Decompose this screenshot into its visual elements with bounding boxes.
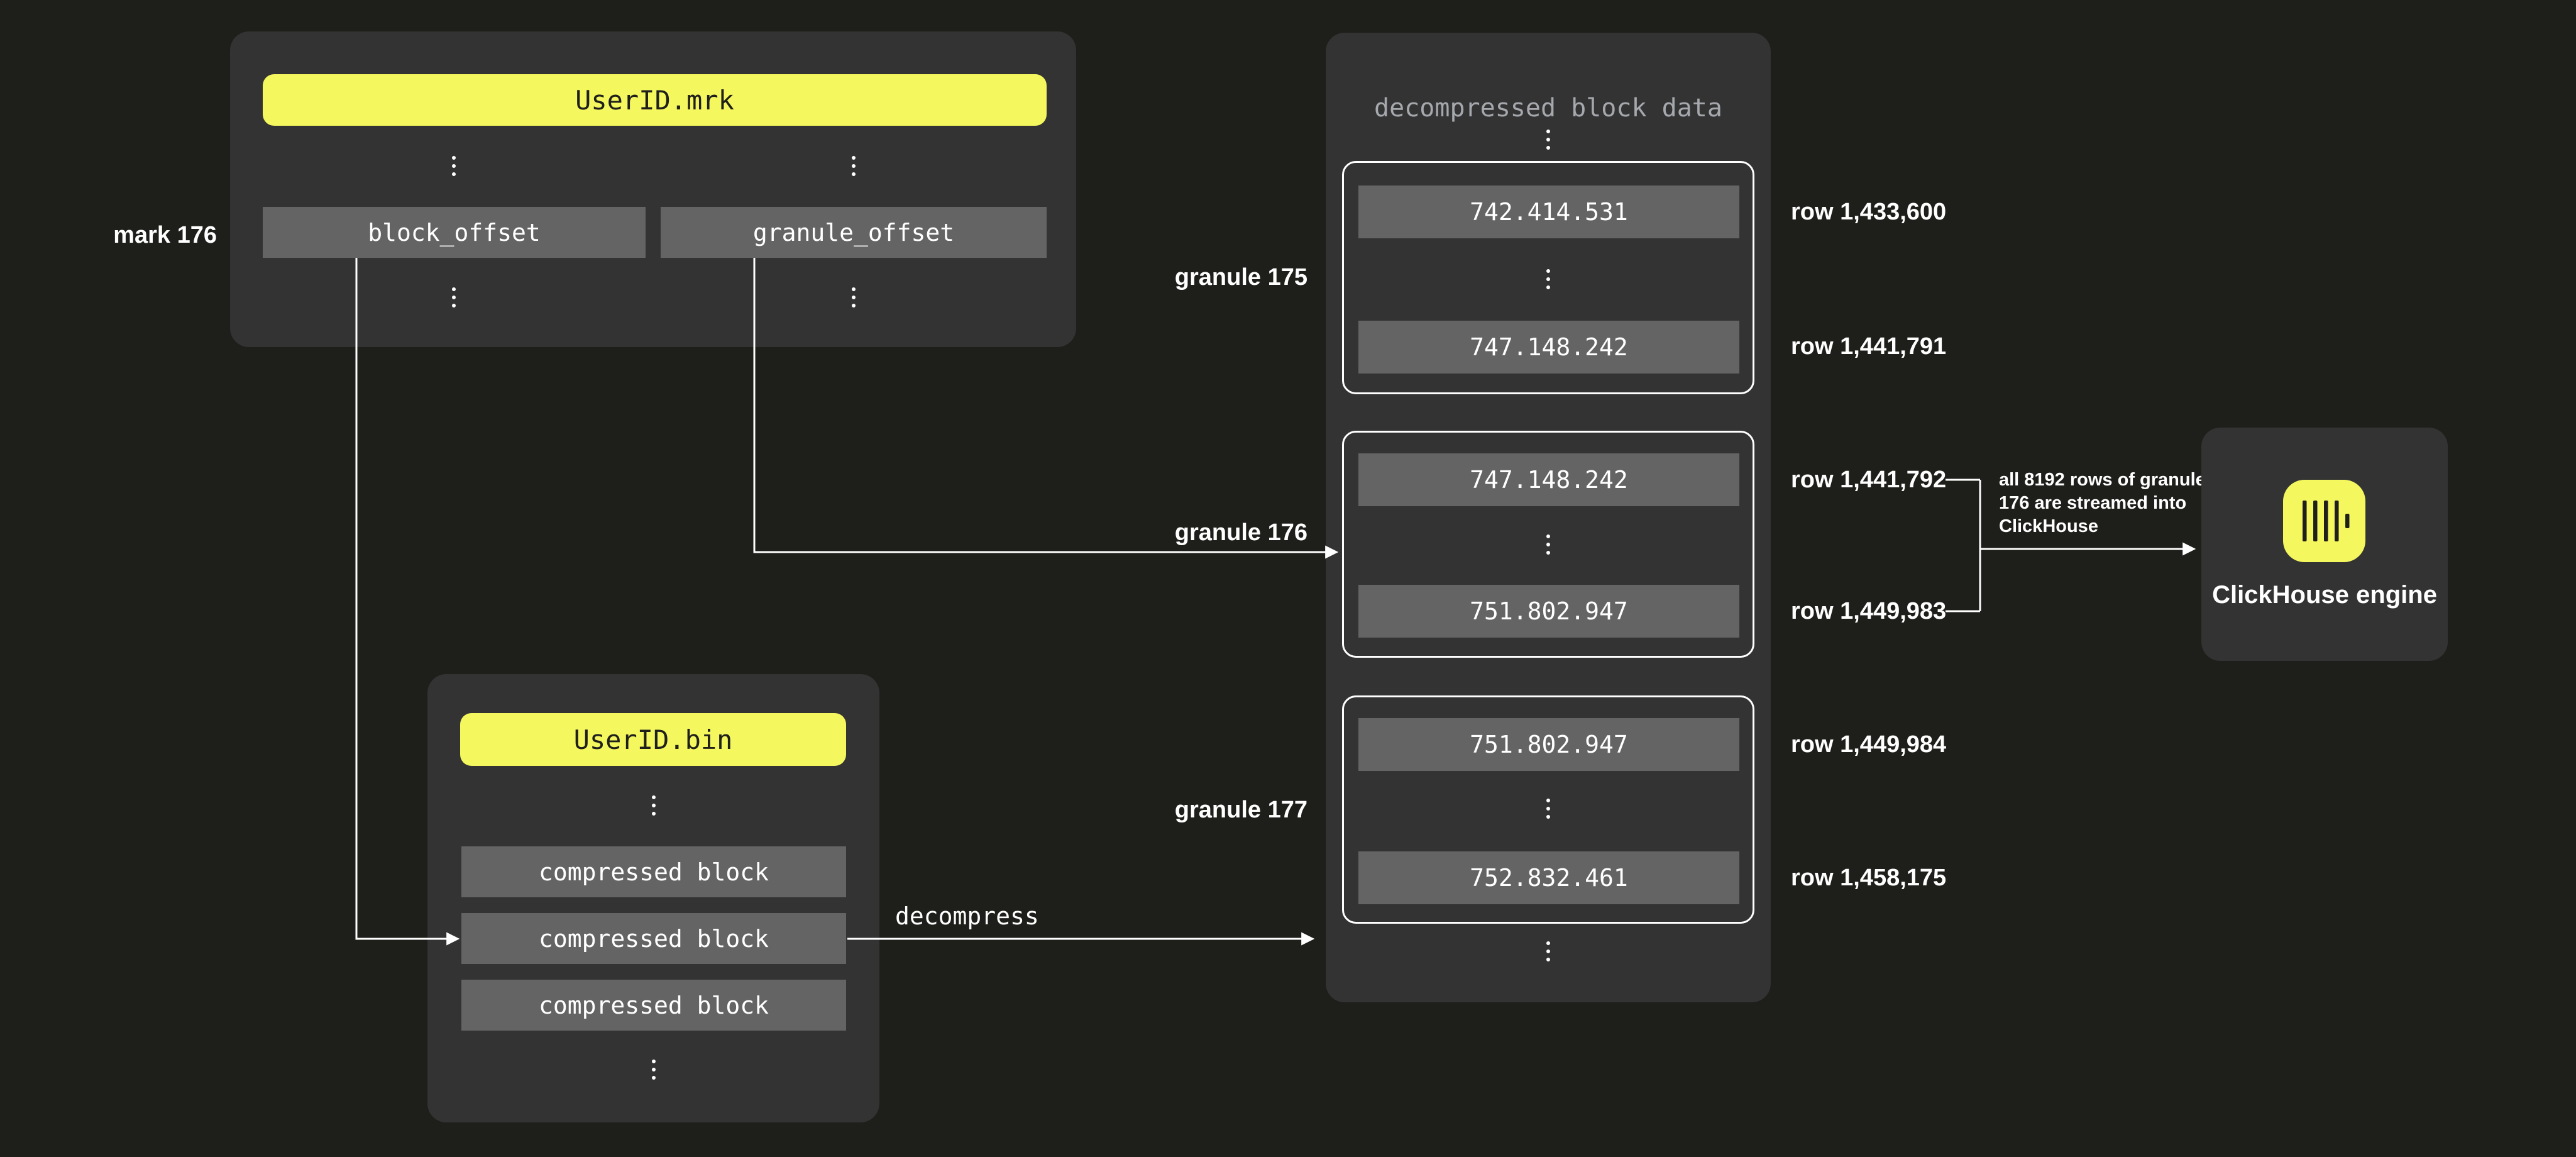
granule-box: 751.802.947 752.832.461 bbox=[1342, 695, 1754, 924]
bin-file-title: UserID.bin bbox=[460, 713, 846, 766]
ellipsis-dots bbox=[449, 156, 459, 176]
clickhouse-engine-label: ClickHouse engine bbox=[2212, 581, 2437, 609]
ellipsis-dots bbox=[449, 287, 459, 307]
granule-label: granule 177 bbox=[1174, 797, 1307, 823]
granule-label: granule 175 bbox=[1174, 264, 1307, 291]
row-label: row 1,458,175 bbox=[1791, 865, 1947, 891]
ellipsis-dots bbox=[1543, 269, 1553, 289]
value-cell: 751.802.947 bbox=[1358, 718, 1739, 771]
mrk-file-panel: UserID.mrk block_offset granule_offset bbox=[230, 31, 1076, 347]
value-cell: 742.414.531 bbox=[1358, 185, 1739, 238]
row-label: row 1,449,984 bbox=[1791, 731, 1947, 758]
ellipsis-dots bbox=[649, 795, 659, 816]
compressed-block: compressed block bbox=[461, 846, 846, 897]
clickhouse-logo-icon bbox=[2283, 480, 2365, 562]
row-label: row 1,449,983 bbox=[1791, 598, 1947, 624]
value-cell: 752.832.461 bbox=[1358, 851, 1739, 904]
stream-annotation-line: 176 are streamed into bbox=[1999, 493, 2187, 513]
row-label: row 1,441,791 bbox=[1791, 333, 1947, 360]
ellipsis-dots bbox=[1543, 941, 1553, 961]
ellipsis-dots bbox=[1543, 534, 1553, 555]
ellipsis-dots bbox=[849, 156, 859, 176]
value-cell: 747.148.242 bbox=[1358, 453, 1739, 506]
granule-box: 747.148.242 751.802.947 bbox=[1342, 431, 1754, 658]
bin-file-panel: UserID.bin compressed block compressed b… bbox=[427, 674, 879, 1122]
ellipsis-dots bbox=[1543, 799, 1553, 819]
row-label: row 1,441,792 bbox=[1791, 467, 1947, 493]
value-cell: 751.802.947 bbox=[1358, 585, 1739, 638]
value-cell: 747.148.242 bbox=[1358, 321, 1739, 374]
compressed-block: compressed block bbox=[461, 980, 846, 1031]
stream-annotation-line: ClickHouse bbox=[1999, 516, 2098, 536]
stream-bracket bbox=[1946, 479, 1981, 612]
stream-annotation-line: all 8192 rows of granule bbox=[1999, 470, 2206, 490]
compressed-block: compressed block bbox=[461, 913, 846, 964]
row-label: row 1,433,600 bbox=[1791, 199, 1947, 225]
decompressed-panel-title: decompressed block data bbox=[1374, 94, 1722, 123]
block-offset-field: block_offset bbox=[263, 207, 646, 258]
granule-box: 742.414.531 747.148.242 bbox=[1342, 161, 1754, 394]
mark-label: mark 176 bbox=[113, 222, 217, 248]
stream-annotation: all 8192 rows of granule 176 are streame… bbox=[1999, 468, 2225, 538]
granule-label: granule 176 bbox=[1174, 519, 1307, 546]
decompressed-panel: decompressed block data 742.414.531 747.… bbox=[1326, 33, 1771, 1002]
granule-offset-field: granule_offset bbox=[661, 207, 1047, 258]
clickhouse-engine-card: ClickHouse engine bbox=[2201, 428, 2448, 661]
decompress-label: decompress bbox=[895, 902, 1039, 930]
ellipsis-dots bbox=[849, 287, 859, 307]
ellipsis-dots bbox=[649, 1060, 659, 1080]
mrk-file-title: UserID.mrk bbox=[263, 74, 1047, 126]
ellipsis-dots bbox=[1543, 130, 1553, 150]
